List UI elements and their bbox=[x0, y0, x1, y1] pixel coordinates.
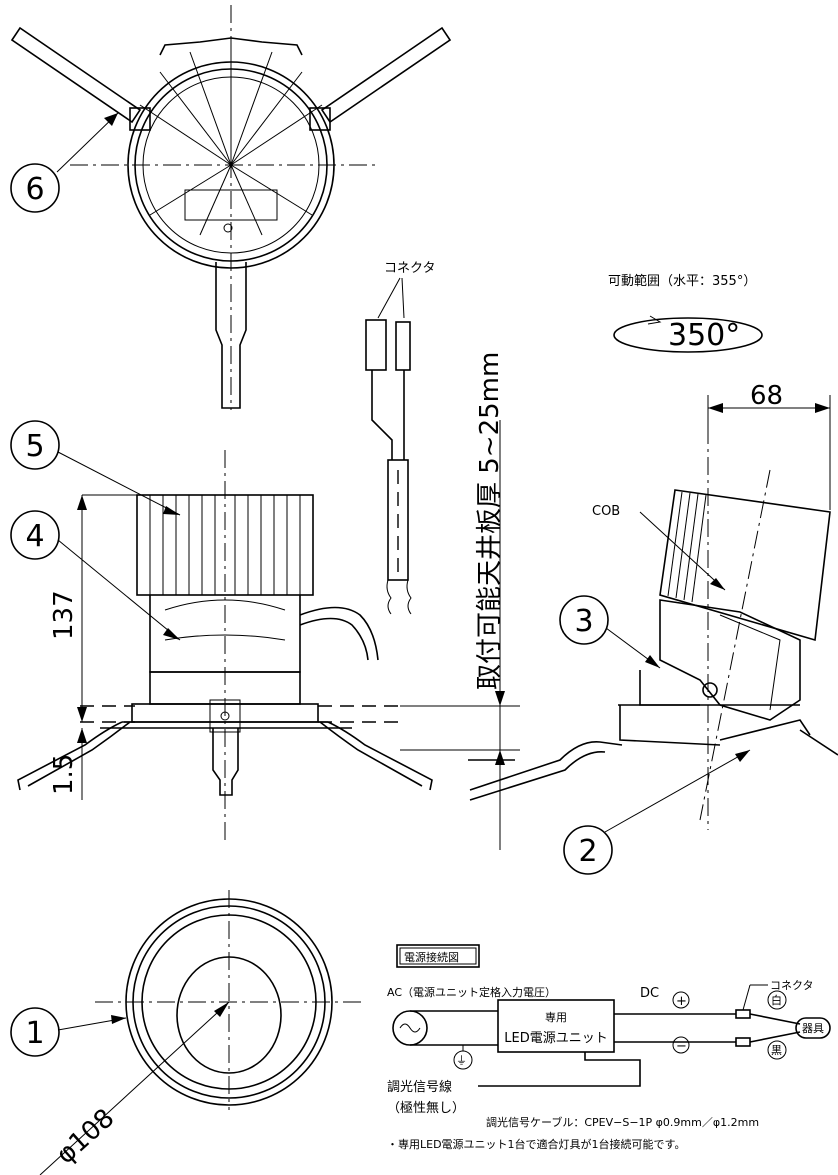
tilted-view: 68 COB 3 2 bbox=[469, 381, 838, 875]
callout-2: 2 bbox=[578, 834, 597, 869]
signal-line1: 調光信号線 bbox=[387, 1079, 452, 1095]
cable-spec: 調光信号ケーブル：CPEV−S−1P φ0.9mm／φ1.2mm bbox=[486, 1115, 759, 1129]
front-view: 1 φ108 bbox=[10, 890, 365, 1175]
callout-6: 6 bbox=[25, 172, 44, 207]
rotation-value: 350° bbox=[668, 318, 740, 353]
callout-1: 1 bbox=[25, 1016, 44, 1051]
earth-symbol: ⏚ bbox=[456, 1054, 467, 1067]
callout-5: 5 bbox=[25, 429, 44, 464]
dc-minus: − bbox=[676, 1039, 687, 1054]
connector-label: コネクタ bbox=[384, 261, 435, 276]
fixture-label: 器具 bbox=[802, 1022, 824, 1035]
dim-diameter: φ108 bbox=[51, 1103, 121, 1170]
top-view: 6 bbox=[10, 5, 452, 410]
ceiling-dimension: 取付可能天井板厚 5~25mm bbox=[400, 352, 520, 850]
dim-projection: 68 bbox=[750, 381, 783, 411]
dc-plus: + bbox=[676, 994, 687, 1009]
callout-4: 4 bbox=[25, 519, 44, 554]
callout-3: 3 bbox=[574, 604, 593, 639]
dim-height: 137 bbox=[49, 590, 79, 640]
wiring-title: 電源接続図 bbox=[404, 950, 459, 964]
unit-line1: 専用 bbox=[545, 1011, 567, 1024]
white-wire: 白 bbox=[771, 993, 782, 1007]
ceiling-thickness-label: 取付可能天井板厚 5~25mm bbox=[475, 352, 505, 690]
wiring-connector-label: コネクタ bbox=[770, 979, 814, 992]
wiring-diagram: 電源接続図 AC（電源ユニット定格入力電圧） DC ⏚ 専用 LED電源ユニット… bbox=[387, 944, 831, 1151]
cob-label: COB bbox=[592, 504, 620, 519]
signal-line2: （極性無し） bbox=[387, 1100, 465, 1116]
connector-detail: コネクタ bbox=[365, 261, 435, 615]
wiring-note: ・専用LED電源ユニット1台で適合灯具が1台接続可能です。 bbox=[387, 1137, 685, 1151]
rotation-title: 可動範囲（水平：355°） bbox=[608, 274, 756, 289]
dim-flange: 1.5 bbox=[49, 754, 79, 795]
unit-line2: LED電源ユニット bbox=[504, 1031, 607, 1046]
black-wire: 黒 bbox=[771, 1044, 782, 1057]
side-view: 137 1.5 5 4 bbox=[10, 420, 433, 840]
dc-label: DC bbox=[640, 986, 659, 1001]
ac-label: AC（電源ユニット定格入力電圧） bbox=[387, 985, 556, 999]
rotation-indicator: 可動範囲（水平：355°） 350° bbox=[608, 274, 763, 353]
